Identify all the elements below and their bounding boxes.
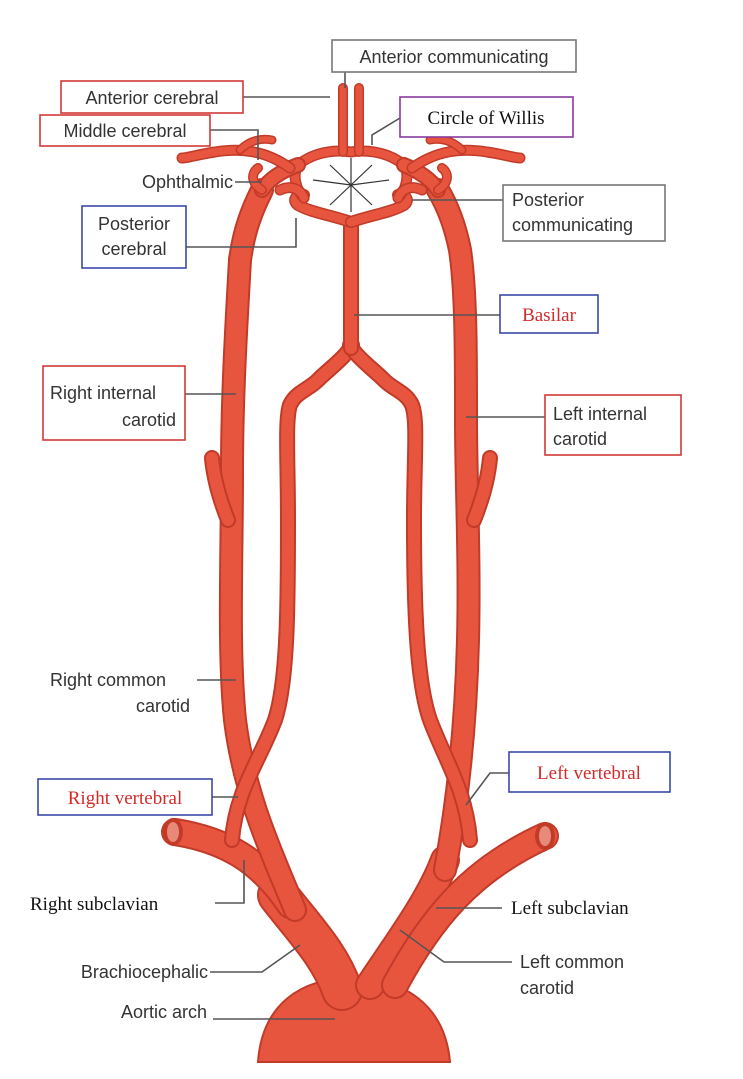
anterior-cerebral-box <box>60 80 244 114</box>
right-vertebral-box <box>37 778 213 816</box>
artery-tree <box>161 83 559 1063</box>
right-subclavian-label: Right subclavian <box>30 894 159 915</box>
leader-lines <box>183 72 545 1020</box>
posterior-communicating-label-line2: communicating <box>512 215 633 235</box>
right-internal-carotid-box <box>42 365 186 441</box>
right-vertebral-label: Right vertebral <box>68 788 183 809</box>
middle-cerebral-box <box>39 114 211 147</box>
posterior-communicating-box <box>502 184 666 242</box>
right-common-carotid-label-line2: carotid <box>136 696 190 716</box>
labels: Anterior communicating Anterior cerebral… <box>30 39 682 1022</box>
left-vertebral-box <box>508 751 671 793</box>
right-internal-carotid-label-line2: carotid <box>122 410 176 430</box>
left-internal-carotid-label-line2: carotid <box>553 429 607 449</box>
left-internal-carotid-label-line1: Left internal <box>553 404 647 424</box>
aortic-arch-label: Aortic arch <box>121 1002 207 1022</box>
basilar-box <box>499 294 599 334</box>
posterior-cerebral-box <box>81 205 187 269</box>
right-common-carotid-label-line1: Right common <box>50 670 166 690</box>
flow-arrows <box>312 158 390 212</box>
middle-cerebral-label: Middle cerebral <box>63 121 186 141</box>
basilar-label: Basilar <box>522 305 576 326</box>
left-common-carotid-label-line2: carotid <box>520 978 574 998</box>
left-vertebral-label: Left vertebral <box>537 763 641 784</box>
ophthalmic-label: Ophthalmic <box>142 172 233 192</box>
circle-of-willis-label: Circle of Willis <box>427 108 544 129</box>
brachiocephalic-label: Brachiocephalic <box>81 962 208 982</box>
left-common-carotid-label-line1: Left common <box>520 952 624 972</box>
left-internal-carotid-box <box>544 394 682 456</box>
left-subclavian-label: Left subclavian <box>511 898 629 919</box>
anterior-cerebral-label: Anterior cerebral <box>85 88 218 108</box>
circle-of-willis-box <box>399 96 574 138</box>
posterior-cerebral-label-line2: cerebral <box>101 239 166 259</box>
posterior-cerebral-label-line1: Posterior <box>98 214 170 234</box>
right-internal-carotid-label-line1: Right internal <box>50 383 156 403</box>
anterior-communicating-label: Anterior communicating <box>359 47 548 67</box>
posterior-communicating-label-line1: Posterior <box>512 190 584 210</box>
anterior-communicating-box <box>331 39 577 73</box>
